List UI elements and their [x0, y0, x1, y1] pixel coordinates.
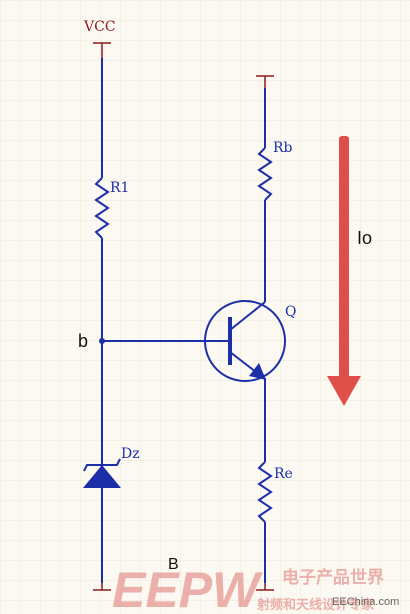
vcc-rail [93, 42, 111, 58]
rb-label: Rb [273, 140, 293, 156]
dz-zener-diode [83, 458, 121, 488]
eepw-logo: EEPW [112, 562, 263, 614]
node-b-label: b [78, 331, 88, 351]
watermark-site: EEChina.com [332, 596, 399, 608]
current-arrow [327, 136, 361, 406]
collector-rail [256, 75, 274, 88]
watermark-cn-line1: 电子产品世界 [282, 567, 384, 587]
ground-rail-left [93, 583, 111, 591]
watermark-cn-line2: 射频和天线设计专家 [256, 597, 375, 612]
dz-label: Dz [121, 446, 140, 462]
r1-resistor [94, 177, 110, 239]
rb-resistor [257, 147, 273, 201]
eepw-watermark: EEPW 电子产品世界 射频和天线设计专家 EEChina.com [112, 562, 399, 614]
ground-rail-right [256, 583, 274, 591]
vcc-label: VCC [83, 19, 116, 35]
io-label: Io [357, 228, 372, 248]
r1-label: R1 [110, 180, 129, 196]
q-npn-transistor [204, 300, 286, 382]
q-label: Q [285, 304, 296, 320]
re-label: Re [274, 466, 293, 482]
node-b-upper-label: B [168, 556, 179, 573]
junction-dot [99, 338, 105, 344]
re-resistor [257, 461, 273, 523]
